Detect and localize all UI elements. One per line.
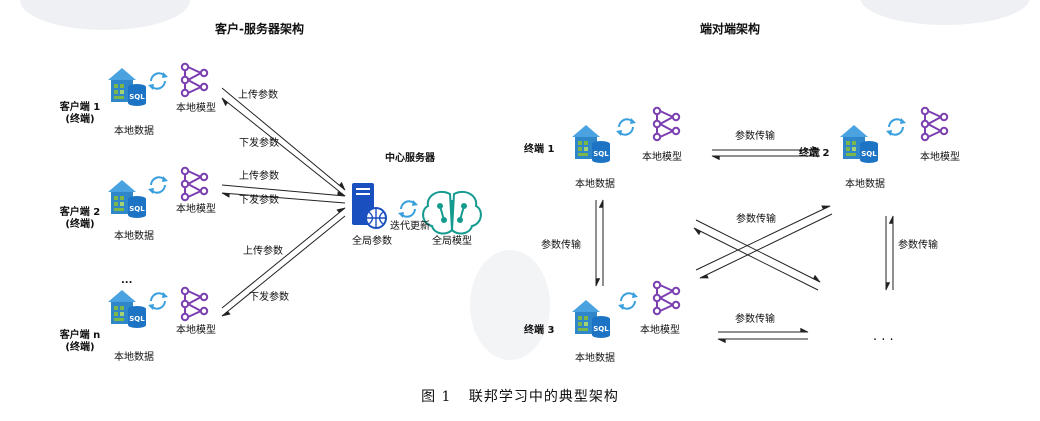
terminal-2-model-label: 本地模型	[920, 152, 960, 163]
edge-t2-down	[885, 215, 894, 291]
terminal-1-data-label: 本地数据	[575, 179, 615, 190]
edge-label-t3-more: 参数传输	[735, 314, 775, 325]
terminal-1-model-label: 本地模型	[642, 152, 682, 163]
right-title: 端对端架构	[700, 22, 761, 36]
edge-label-t1-t3: 参数传输	[541, 240, 581, 251]
edge-clientn-upload	[221, 207, 346, 309]
edge-label-upload-1: 上传参数	[238, 90, 278, 101]
client-1-data-label: 本地数据	[114, 126, 154, 137]
terminal-ellipsis: . . .	[873, 329, 894, 344]
edge-client1-upload	[221, 87, 346, 191]
terminal-1-model-network-icon	[652, 106, 681, 142]
terminal-2-model-network-icon	[920, 106, 949, 142]
server-icon	[352, 183, 387, 229]
edge-t3-more	[717, 327, 809, 344]
client-2-name: 客户端 2 (终端)	[59, 207, 101, 230]
edge-label-download-n: 下发参数	[249, 292, 289, 303]
server-sync-icon	[397, 199, 419, 219]
edge-client1-download	[221, 97, 346, 197]
client-ellipsis: ...	[121, 275, 133, 286]
terminal-1-house-data-icon	[572, 125, 610, 163]
client-n-name: 客户端 n (终端)	[59, 330, 101, 353]
edge-label-download-1: 下发参数	[239, 138, 279, 149]
terminal-3-data-label: 本地数据	[575, 353, 615, 364]
client-2-sync-icon	[147, 175, 169, 195]
edge-label-download-2: 下发参数	[239, 195, 279, 206]
edge-label-t1-t2: 参数传输	[735, 131, 775, 142]
figure-caption-text: 联邦学习中的典型架构	[468, 389, 619, 405]
terminal-2-data-label: 本地数据	[845, 179, 885, 190]
server-model-label: 全局模型	[432, 236, 472, 247]
client-1-model-label: 本地模型	[176, 103, 216, 114]
brain-icon	[422, 190, 482, 235]
client-n-data-label: 本地数据	[114, 352, 154, 363]
terminal-3-model-label: 本地模型	[640, 325, 680, 336]
terminal-3-name: 终端 3	[524, 325, 555, 336]
edge-clientn-download	[221, 215, 346, 317]
server-param-label: 全局参数	[352, 236, 392, 247]
client-1-name: 客户端 1 (终端)	[59, 102, 101, 125]
client-n-sync-icon	[147, 291, 169, 311]
terminal-1-sync-icon	[615, 117, 637, 137]
client-n-model-network-icon	[180, 286, 209, 322]
edge-label-cross: 参数传输	[736, 214, 776, 225]
client-1-house-data-icon	[108, 68, 146, 106]
figure-number: 图 1	[421, 389, 452, 405]
client-1-sync-icon	[147, 71, 169, 91]
left-title: 客户-服务器架构	[215, 22, 304, 36]
figure-caption: 图 1 联邦学习中的典型架构	[0, 386, 1040, 406]
terminal-2-name: 终端 2	[799, 148, 830, 159]
terminal-3-model-network-icon	[652, 280, 681, 316]
terminal-3-house-data-icon	[572, 300, 610, 338]
edge-t1-t2	[711, 145, 821, 161]
terminal-3-sync-icon	[617, 291, 639, 311]
edge-cross-a	[693, 219, 821, 291]
server-title: 中心服务器	[385, 153, 435, 164]
terminal-2-sync-icon	[885, 117, 907, 137]
client-2-model-label: 本地模型	[176, 204, 216, 215]
edge-t1-t3	[595, 199, 604, 287]
client-n-house-data-icon	[108, 290, 146, 328]
client-2-model-network-icon	[180, 166, 209, 202]
edge-client2-download	[221, 192, 346, 204]
client-n-model-label: 本地模型	[176, 325, 216, 336]
edge-label-upload-2: 上传参数	[239, 171, 279, 182]
edge-client2-upload	[221, 184, 346, 197]
edge-label-upload-n: 上传参数	[243, 246, 283, 257]
terminal-2-house-data-icon	[840, 125, 878, 163]
edge-label-t2-down: 参数传输	[898, 240, 938, 251]
client-1-model-network-icon	[180, 62, 209, 98]
client-2-data-label: 本地数据	[114, 231, 154, 242]
edge-cross-b	[695, 205, 833, 279]
server-iterate-label: 迭代更新	[390, 221, 430, 232]
terminal-1-name: 终端 1	[524, 144, 555, 155]
client-2-house-data-icon	[108, 180, 146, 218]
watermark	[470, 250, 550, 360]
